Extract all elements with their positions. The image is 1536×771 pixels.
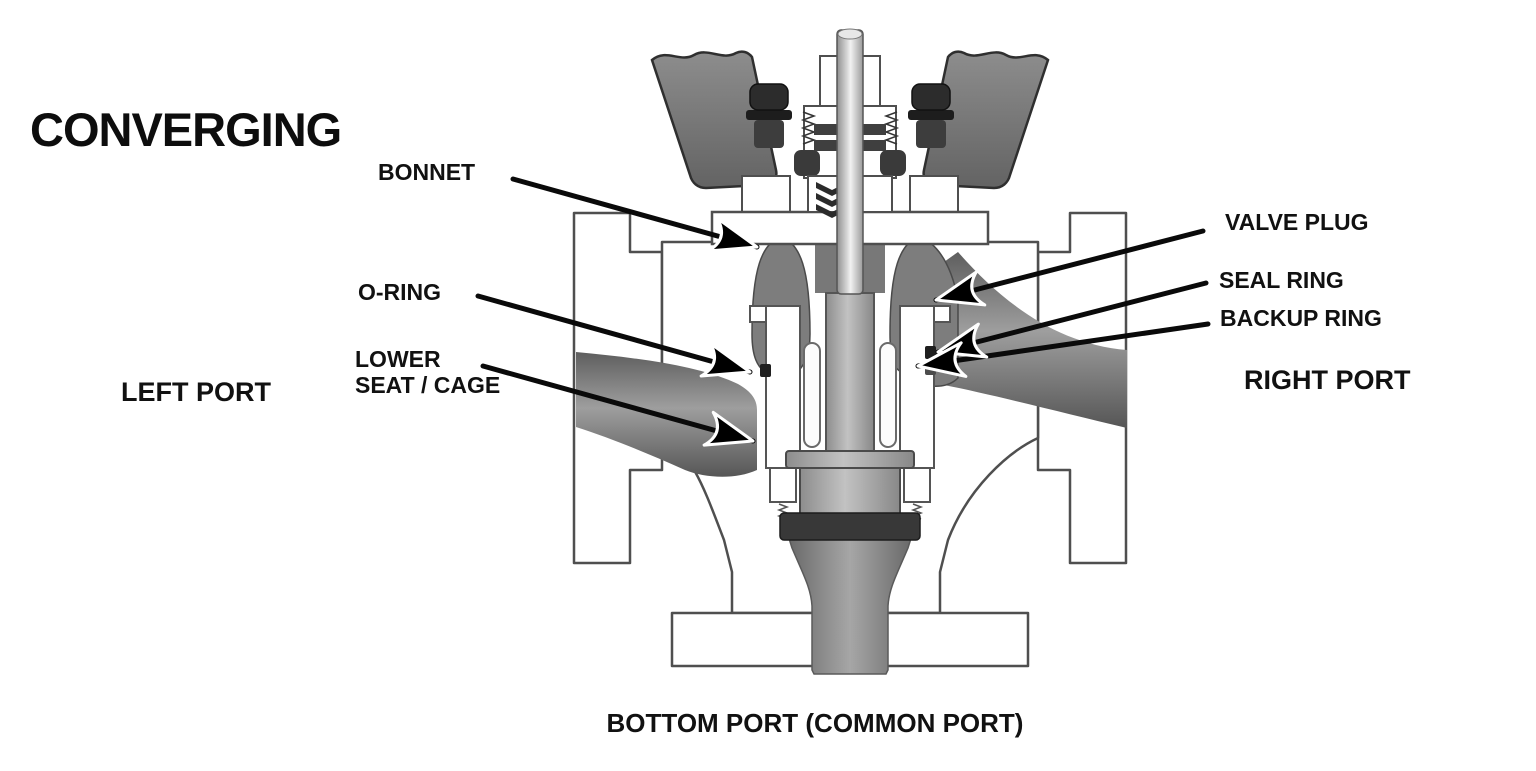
arrowhead-bonnet bbox=[706, 216, 759, 253]
leader-line-valve-plug bbox=[933, 228, 1206, 303]
diagram-title: CONVERGING bbox=[30, 103, 342, 156]
label-valve-plug: VALVE PLUG bbox=[1225, 209, 1369, 235]
cage-wall-right bbox=[899, 305, 935, 469]
cage-tab-left bbox=[769, 467, 797, 503]
packing-threads-right bbox=[883, 111, 900, 145]
leader-line-backup-ring bbox=[915, 321, 1211, 369]
gland-bolt-right bbox=[908, 83, 954, 148]
label-lower-seat-line2: SEAT / CAGE bbox=[355, 372, 501, 399]
gland-bolt-left bbox=[746, 83, 792, 148]
bonnet-assembly bbox=[650, 28, 1050, 295]
valve-trim bbox=[749, 292, 951, 541]
label-bottom-port: BOTTOM PORT (COMMON PORT) bbox=[606, 708, 1024, 738]
cage-wall-left bbox=[765, 305, 801, 469]
valve-plug-lip bbox=[785, 450, 915, 469]
arrowhead-o-ring bbox=[699, 341, 752, 378]
valve-plug-stem bbox=[825, 292, 875, 456]
yoke-foot-right bbox=[909, 175, 959, 215]
yoke-leg-right bbox=[922, 50, 1050, 190]
flow-passage-bottom-port bbox=[780, 515, 920, 675]
leader-line-seal-ring bbox=[935, 280, 1209, 355]
leader-line-o-ring bbox=[475, 293, 753, 375]
label-lower-seat-line1: LOWER bbox=[355, 346, 441, 372]
arrowhead-valve-plug bbox=[934, 270, 987, 307]
o-ring-part bbox=[760, 364, 771, 377]
label-backup-ring: BACKUP RING bbox=[1220, 305, 1382, 331]
leader-line-lower-seat-cage bbox=[480, 363, 756, 444]
plug-guide-right bbox=[879, 342, 897, 448]
gland-lug-right bbox=[880, 150, 906, 176]
cage-tab-right bbox=[903, 467, 931, 503]
arrowhead-lower-seat-cage bbox=[702, 410, 755, 447]
plug-guide-left bbox=[803, 342, 821, 448]
yoke-foot-left bbox=[741, 175, 791, 215]
leader-line-bonnet bbox=[510, 176, 760, 250]
label-lower-seat-cage: LOWER SEAT / CAGE bbox=[355, 346, 500, 399]
label-right-port: RIGHT PORT bbox=[1244, 365, 1411, 395]
seal-ring-part bbox=[925, 346, 936, 359]
stem-top bbox=[837, 28, 863, 40]
label-bonnet: BONNET bbox=[378, 159, 476, 185]
arrowheads bbox=[699, 216, 989, 447]
label-seal-ring: SEAL RING bbox=[1219, 267, 1344, 293]
leader-lines bbox=[475, 176, 1211, 444]
lower-seat-ring bbox=[779, 512, 921, 541]
valve-stem bbox=[836, 29, 864, 295]
label-left-port: LEFT PORT bbox=[121, 377, 271, 407]
packing-threads-left bbox=[800, 111, 817, 145]
valve-plug-body bbox=[799, 467, 901, 517]
arrowhead-backup-ring bbox=[916, 341, 968, 378]
label-o-ring: O-RING bbox=[358, 279, 442, 305]
yoke-leg-left bbox=[650, 50, 778, 190]
gland-lug-left bbox=[794, 150, 820, 176]
flow-passage-right-port bbox=[944, 252, 1127, 428]
